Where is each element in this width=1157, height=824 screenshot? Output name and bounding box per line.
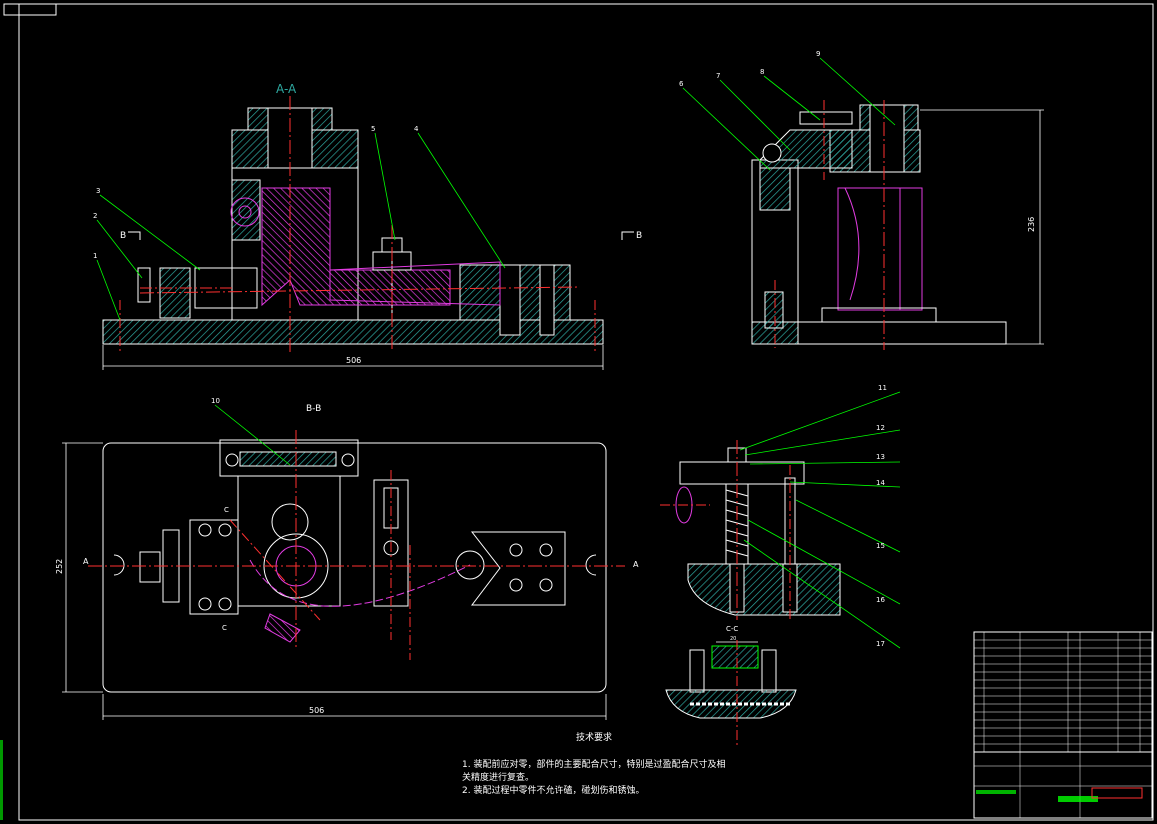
balloon-7: 7 [716,72,720,80]
tech-requirements-line1: 1. 装配前应对零，部件的主要配合尺寸，特别是过盈配合尺寸及相 [462,760,726,770]
dim-side-height: 236 [1027,217,1036,232]
balloon-2: 2 [93,212,97,220]
balloon-8: 8 [760,68,764,76]
plan-view: B-B A A [55,397,639,720]
front-view: A-A B B [93,82,642,370]
section-aa-title: A-A [276,82,297,96]
balloon-17: 17 [876,640,885,648]
balloon-6: 6 [679,80,684,88]
title-block [973,631,1153,819]
base-plate [102,319,604,345]
balloon-13: 13 [876,453,885,461]
balloon-14: 14 [876,479,885,487]
mark-b-left: B [120,231,126,241]
balloon-12: 12 [876,424,885,432]
sheet-border [18,3,1154,821]
dim-plan-height: 252 [55,559,64,574]
tech-requirements-title: 技术要求 [576,733,613,743]
mark-a-right: A [633,560,639,569]
balloon-9: 9 [816,50,820,58]
side-view: 236 6 7 8 9 [679,50,1044,350]
edge-markers [0,740,3,820]
dim-front-width: 506 [346,356,361,365]
magenta-workpiece [261,187,451,307]
tech-requirements-line3: 2. 装配过程中零件不允许磕，碰划伤和锈蚀。 [462,786,645,796]
mark-c-bottom: C [222,624,227,632]
tech-requirements-line2: 关精度进行复查。 [462,773,535,783]
balloon-11: 11 [878,384,887,392]
dim-cc-width: 20 [730,636,736,642]
detail-cc: C-C 20 [665,625,797,745]
balloon-10: 10 [211,397,220,405]
balloon-15: 15 [876,542,885,550]
mark-a-left: A [83,557,89,566]
plan-plate [102,442,607,693]
corner-box [3,3,57,16]
balloon-3: 3 [96,187,100,195]
detail-view: 11 12 13 14 15 16 17 [660,384,901,649]
mark-b-right: B [636,231,642,241]
balloon-5: 5 [371,125,375,133]
mark-c-top: C [224,506,229,514]
section-cc-title: C-C [726,625,738,633]
balloon-16: 16 [876,596,885,604]
section-bb-title: B-B [306,404,321,414]
dim-plan-width: 506 [309,706,324,715]
balloon-1: 1 [93,252,97,260]
balloon-4: 4 [414,125,419,133]
